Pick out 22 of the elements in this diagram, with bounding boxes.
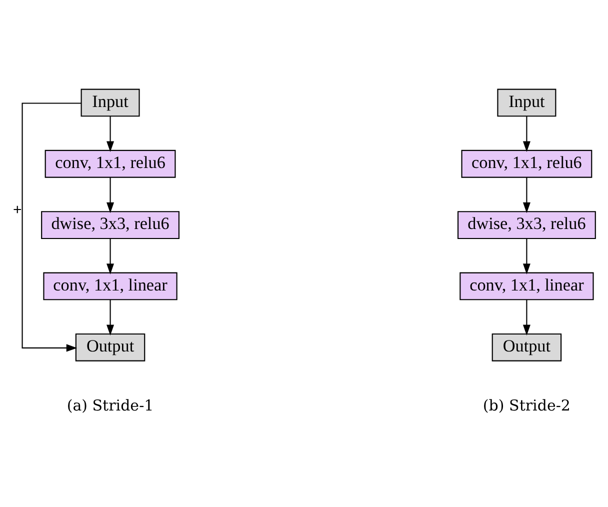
node-box: Output	[492, 333, 562, 362]
node-box: Input	[80, 88, 140, 117]
node-box: conv, 1x1, relu6	[44, 150, 176, 178]
label: (a) Stride-1	[66, 396, 154, 414]
node-box: conv, 1x1, linear	[460, 272, 594, 300]
arrow	[106, 300, 114, 336]
arrow	[522, 300, 530, 336]
arrow	[22, 102, 81, 352]
arrow	[106, 116, 114, 152]
node-box: conv, 1x1, relu6	[461, 150, 592, 178]
node-box: Output	[75, 333, 146, 362]
arrow	[106, 238, 114, 274]
node-box: conv, 1x1, linear	[43, 272, 178, 300]
arrow	[522, 116, 530, 152]
arrow	[106, 177, 114, 214]
arrow	[522, 177, 530, 214]
edge-label: +	[13, 201, 22, 218]
arrow	[522, 238, 530, 274]
node-box: dwise, 3x3, relu6	[457, 211, 596, 240]
node-box: dwise, 3x3, relu6	[41, 211, 180, 240]
label: (b) Stride-2	[482, 396, 570, 414]
node-box: Input	[497, 88, 556, 117]
